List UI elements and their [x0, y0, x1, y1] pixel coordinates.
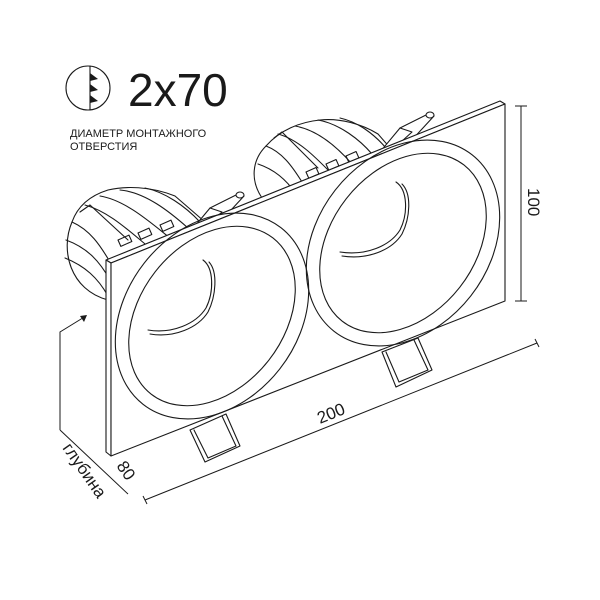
left-lamp-ring: [114, 212, 310, 420]
height-dimension: 100: [515, 105, 543, 302]
right-heatsink: [253, 117, 393, 199]
right-lamp-ring: [305, 139, 501, 347]
hole-diameter-icon: [65, 65, 111, 111]
hole-diameter-caption-line1: ДИАМЕТР МОНТАЖНОГО: [70, 128, 207, 140]
right-bottom-spring-clip: [381, 337, 433, 388]
depth-dimension-value: 80: [113, 457, 139, 483]
height-dimension-value: 100: [524, 188, 543, 216]
left-bottom-spring-clip: [189, 413, 241, 463]
hole-diameter-caption-line2: ОТВЕРСТИЯ: [70, 141, 137, 153]
hole-diameter-value: 2x70: [128, 64, 228, 116]
depth-arrow-icon: [80, 315, 87, 322]
width-dimension-value: 200: [314, 399, 347, 427]
